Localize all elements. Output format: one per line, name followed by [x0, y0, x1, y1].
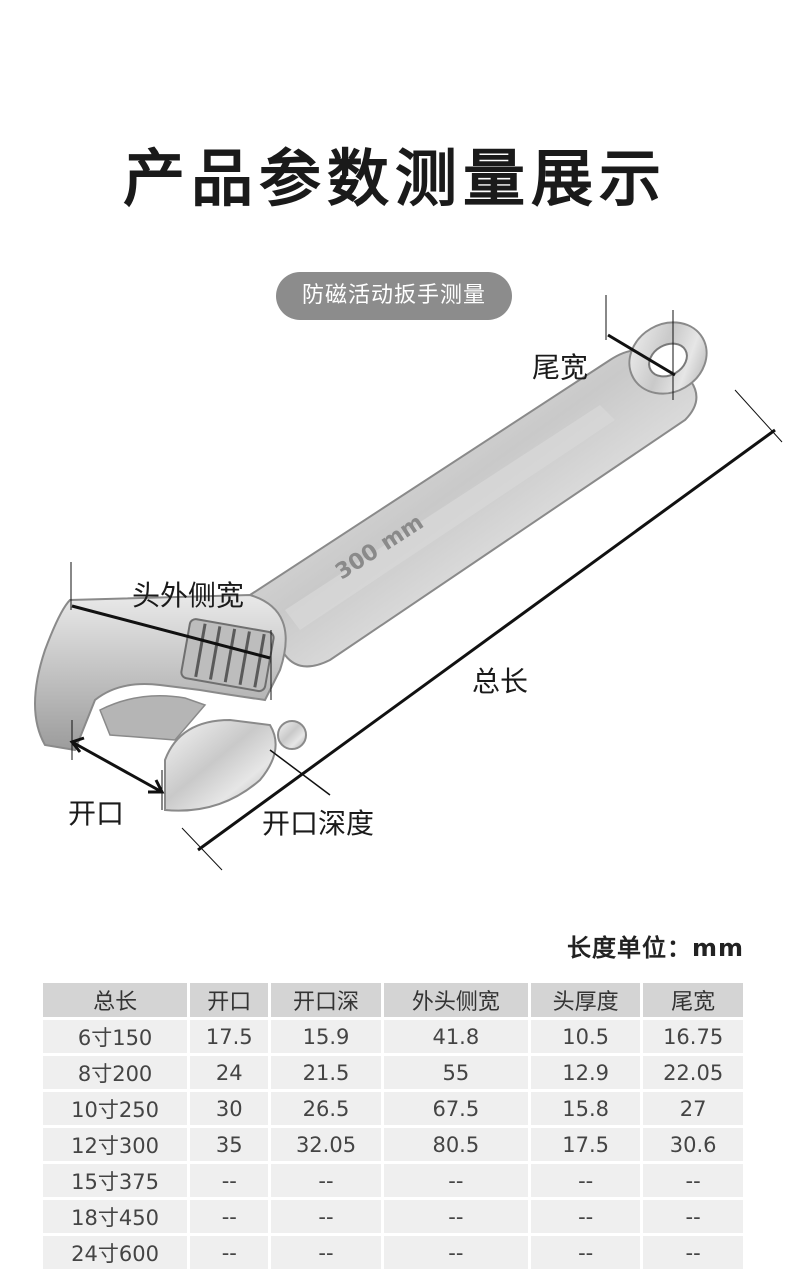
table-cell: 10.5	[531, 1020, 641, 1053]
table-cell: --	[383, 1200, 529, 1233]
table-row: 15寸375----------	[43, 1164, 743, 1197]
table-header-cell: 头厚度	[531, 983, 641, 1017]
table-cell: --	[383, 1236, 529, 1269]
label-head-outer-width: 头外侧宽	[132, 579, 245, 612]
table-cell: 24	[190, 1056, 269, 1089]
table-cell: 32.05	[271, 1128, 381, 1161]
table-cell: 35	[190, 1128, 269, 1161]
table-cell: 41.8	[383, 1020, 529, 1053]
label-opening: 开口	[68, 797, 125, 830]
unit-label: 长度单位：mm	[566, 934, 744, 962]
table-cell: --	[271, 1164, 381, 1197]
table-cell: --	[531, 1200, 641, 1233]
table-cell: 16.75	[643, 1020, 743, 1053]
table-cell: 12.9	[531, 1056, 641, 1089]
table-cell: 15.9	[271, 1020, 381, 1053]
table-cell: 6寸150	[43, 1020, 188, 1053]
table-cell: 22.05	[643, 1056, 743, 1089]
table-cell: 15.8	[531, 1092, 641, 1125]
table-cell: --	[271, 1236, 381, 1269]
table-cell: 17.5	[190, 1020, 269, 1053]
table-cell: 21.5	[271, 1056, 381, 1089]
table-cell: --	[383, 1164, 529, 1197]
table-cell: --	[190, 1164, 269, 1197]
wrench-handle	[248, 349, 698, 668]
wrench-tail-ring	[628, 321, 708, 395]
table-cell: 67.5	[383, 1092, 529, 1125]
table-header-cell: 开口	[190, 983, 269, 1017]
table-cell: 30	[190, 1092, 269, 1125]
table-cell: --	[531, 1164, 641, 1197]
table-cell: 27	[643, 1092, 743, 1125]
table-cell: 12寸300	[43, 1128, 188, 1161]
table-row: 24寸600----------	[43, 1236, 743, 1269]
table-cell: --	[190, 1200, 269, 1233]
label-tail-width: 尾宽	[532, 351, 589, 384]
measurement-lines	[69, 295, 783, 871]
label-total-length: 总长	[472, 665, 529, 698]
subtitle-pill: 防磁活动扳手测量	[276, 272, 512, 320]
table-cell: 8寸200	[43, 1056, 188, 1089]
table-cell: 30.6	[643, 1128, 743, 1161]
table-cell: 55	[383, 1056, 529, 1089]
table-row: 18寸450----------	[43, 1200, 743, 1233]
table-cell: 18寸450	[43, 1200, 188, 1233]
table-cell: 17.5	[531, 1128, 641, 1161]
table-cell: --	[531, 1236, 641, 1269]
table-header-row: 总长开口开口深外头侧宽头厚度尾宽	[43, 983, 743, 1017]
table-cell: 10寸250	[43, 1092, 188, 1125]
table-cell: 26.5	[271, 1092, 381, 1125]
table-cell: --	[643, 1236, 743, 1269]
wrench-illustration	[34, 295, 783, 871]
table-cell: 24寸600	[43, 1236, 188, 1269]
wrench-figure: 300 mm 尾宽 头外侧宽 总长 开口 开口深度	[0, 280, 790, 900]
wrench-head	[34, 593, 307, 812]
table-cell: --	[190, 1236, 269, 1269]
table-cell: --	[643, 1164, 743, 1197]
label-opening-depth: 开口深度	[262, 807, 375, 840]
table-header-cell: 尾宽	[643, 983, 743, 1017]
table-cell: 15寸375	[43, 1164, 188, 1197]
table-cell: --	[271, 1200, 381, 1233]
table-header-cell: 外头侧宽	[383, 983, 529, 1017]
table-cell: --	[643, 1200, 743, 1233]
table-cell: 80.5	[383, 1128, 529, 1161]
table-header-cell: 开口深	[271, 983, 381, 1017]
table-header-cell: 总长	[43, 983, 188, 1017]
page-title: 产品参数测量展示	[122, 142, 667, 215]
